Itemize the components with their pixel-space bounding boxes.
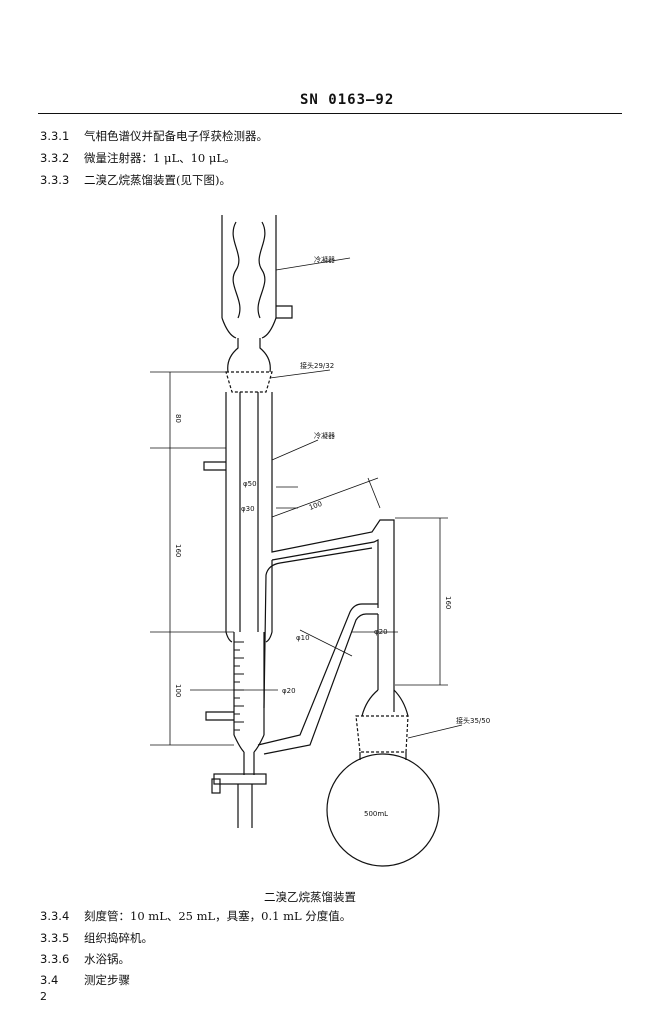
page-number: 2 — [40, 990, 47, 1003]
label-joint-35-50: 接头35/50 — [456, 716, 490, 725]
round-bottom-flask — [326, 753, 440, 867]
top-condenser-bottom — [221, 317, 277, 339]
item-number: 3.3.6 — [40, 952, 70, 966]
dim-160-right: 160 — [444, 596, 452, 609]
stopcock-body — [213, 773, 267, 785]
header-rule — [38, 113, 622, 114]
dim-160-left: 160 — [174, 544, 182, 557]
grad-bottom — [233, 734, 265, 753]
joint-35-50 — [355, 715, 409, 753]
flask-neck — [359, 752, 407, 760]
vapor-arm-inner — [271, 539, 379, 608]
column-bottom — [225, 560, 273, 643]
item-3-3-3: 3.3.3 二溴乙烷蒸馏装置(见下图)。 — [40, 172, 231, 188]
item-number: 3.3.4 — [40, 909, 70, 923]
stopcock-handle — [211, 778, 221, 794]
dim-100-left: 100 — [174, 684, 182, 697]
grad-nozzle — [205, 711, 234, 721]
dim-phi20-right: φ20 — [374, 628, 388, 636]
item-3-4: 3.4 测定步骤 — [40, 972, 130, 988]
item-3-3-6: 3.3.6 水浴锅。 — [40, 951, 130, 967]
label-joint-29-32: 接头29/32 — [300, 361, 334, 370]
label-condenser-top: 冷凝器 — [314, 255, 335, 264]
figure-caption: 二溴乙烷蒸馏装置 — [264, 890, 356, 904]
spiral-right — [257, 221, 266, 319]
flask-neck-flare — [361, 689, 409, 717]
item-text: 组织捣碎机。 — [84, 931, 153, 945]
item-number: 3.3.3 — [40, 173, 70, 187]
item-3-3-2: 3.3.2 微量注射器：1 μL、10 μL。 — [40, 150, 235, 166]
standard-number: SN 0163—92 — [300, 92, 395, 108]
neck-bulb — [227, 338, 271, 373]
item-number: 3.3.2 — [40, 151, 70, 165]
return-arm-left — [263, 547, 373, 709]
item-text: 水浴锅。 — [84, 952, 130, 966]
dim-phi20-low: φ20 — [282, 687, 296, 695]
joint-29-32 — [225, 371, 273, 393]
item-text: 二溴乙烷蒸馏装置(见下图)。 — [84, 173, 231, 187]
item-text: 测定步骤 — [84, 973, 130, 987]
dim-phi50: φ50 — [243, 480, 257, 488]
return-arm-mid — [257, 603, 378, 746]
label-flask-volume: 500mL — [364, 810, 388, 818]
dim-100-diagonal: 100 — [308, 500, 323, 512]
top-condenser-nozzle — [276, 305, 293, 319]
item-number: 3.3.1 — [40, 129, 70, 143]
return-arm-right — [263, 613, 378, 755]
item-3-3-4: 3.3.4 刻度管：10 mL、25 mL，具塞，0.1 mL 分度值。 — [40, 908, 351, 924]
graduation-marks — [234, 641, 244, 731]
dim-phi30: φ30 — [241, 505, 255, 513]
item-text: 气相色谱仪并配备电子俘获检测器。 — [84, 129, 268, 143]
item-number: 3.3.5 — [40, 931, 70, 945]
item-number: 3.4 — [40, 973, 59, 987]
label-condenser-mid: 冷凝器 — [314, 431, 335, 440]
dim-80: 80 — [174, 414, 182, 423]
item-text: 微量注射器：1 μL、10 μL。 — [84, 151, 236, 165]
item-3-3-1: 3.3.1 气相色谱仪并配备电子俘获检测器。 — [40, 128, 268, 144]
dimension-lines — [150, 257, 463, 746]
item-text: 刻度管：10 mL、25 mL，具塞，0.1 mL 分度值。 — [84, 909, 352, 923]
column-nozzle — [203, 461, 226, 471]
item-3-3-5: 3.3.5 组织捣碎机。 — [40, 930, 153, 946]
spiral-left — [232, 221, 241, 319]
dim-phi10: φ10 — [296, 634, 310, 642]
vapor-arm-outer — [271, 519, 395, 712]
